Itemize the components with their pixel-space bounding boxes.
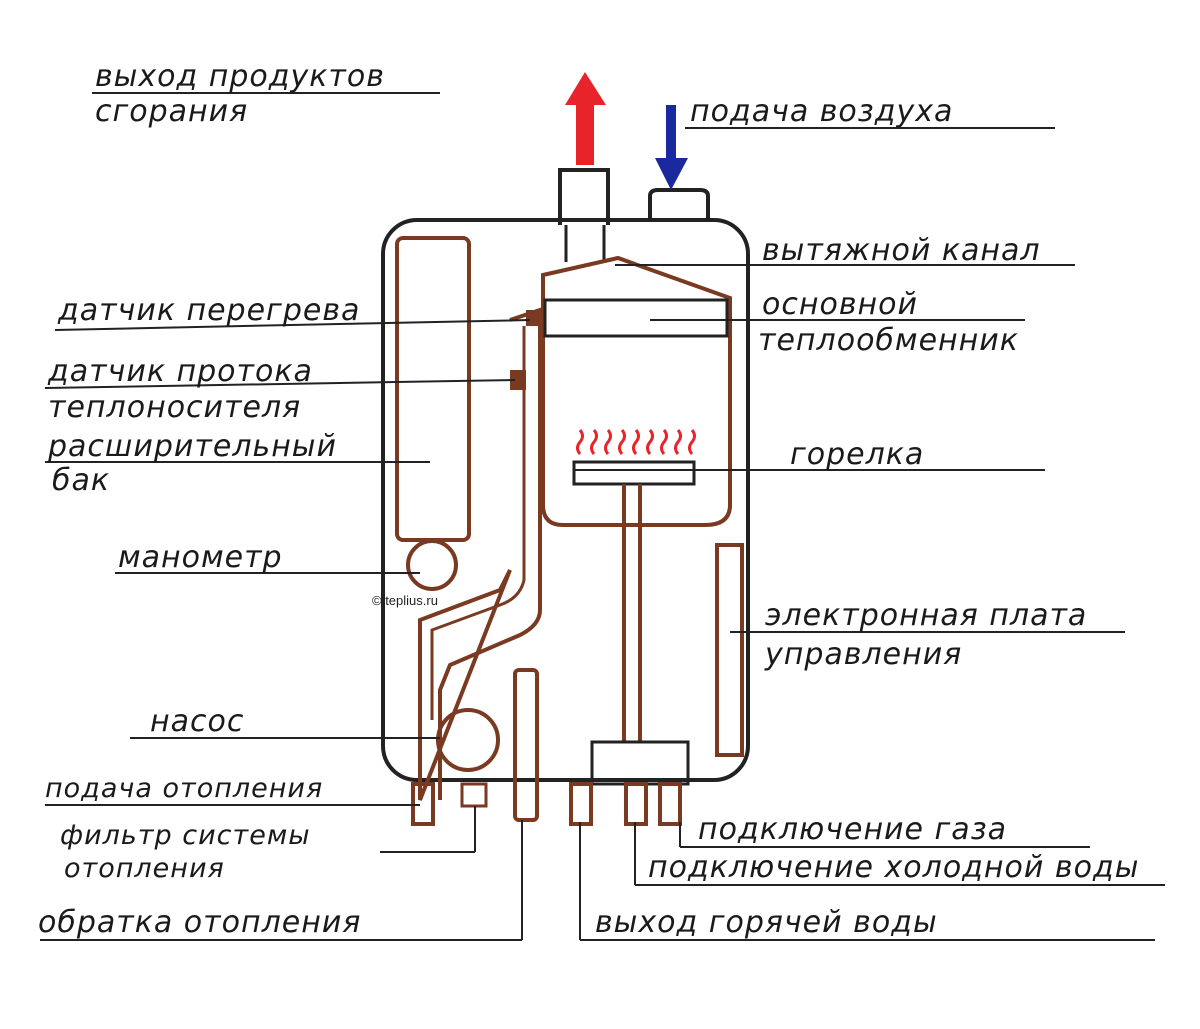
label-control-board-2: управления xyxy=(765,637,963,672)
air-supply-arrow xyxy=(655,105,688,190)
label-gas-connection: подключение газа xyxy=(698,812,1008,847)
label-cold-water: подключение холодной воды xyxy=(648,850,1140,885)
bottom-connections xyxy=(411,782,682,826)
label-manometer: манометр xyxy=(118,540,283,575)
flue-inner-pipe xyxy=(564,225,606,262)
return-pipe xyxy=(513,668,539,822)
label-pump: насос xyxy=(150,704,245,739)
burner-bar xyxy=(572,460,696,486)
flue-pipe xyxy=(558,168,610,225)
burner-gas-pipe xyxy=(622,484,642,742)
filter-box xyxy=(460,782,488,808)
boiler-housing xyxy=(381,218,750,782)
control-board xyxy=(715,543,744,757)
label-heating-return: обратка отопления xyxy=(38,905,362,940)
label-filter-2: отопления xyxy=(64,853,225,884)
heating-pipe-inner xyxy=(430,326,526,720)
label-flow-sensor-1: датчик протока xyxy=(48,354,313,389)
label-flow-sensor-2: теплоносителя xyxy=(48,390,302,425)
heating-pipe-outer xyxy=(418,307,542,801)
label-flue-outlet-2: сгорания xyxy=(95,94,249,129)
label-expansion-tank-2: бак xyxy=(52,463,111,498)
copyright-credit: © teplius.ru xyxy=(372,593,438,608)
label-burner: горелка xyxy=(790,437,925,472)
label-main-exchanger-2: теплообменник xyxy=(758,323,1019,358)
flow-sensor xyxy=(510,370,526,390)
pump xyxy=(436,708,500,772)
overheat-sensor xyxy=(526,310,542,326)
label-expansion-tank-1: расширительный xyxy=(48,429,337,464)
label-hot-water-out: выход горячей воды xyxy=(595,905,938,940)
gas-valve-block xyxy=(590,740,690,786)
air-intake-pipe xyxy=(648,188,710,222)
label-heating-supply: подача отопления xyxy=(45,773,324,804)
expansion-tank xyxy=(395,236,471,542)
label-air-supply: подача воздуха xyxy=(690,94,954,129)
leader-lines xyxy=(40,92,1165,941)
combustion-chamber xyxy=(541,255,732,527)
manometer xyxy=(406,539,458,591)
main-heat-exchanger xyxy=(543,298,729,338)
flue-outlet-arrow xyxy=(565,72,606,165)
label-filter-1: фильтр системы xyxy=(60,820,311,851)
flame-marks xyxy=(576,429,696,455)
label-exhaust-channel: вытяжной канал xyxy=(762,233,1041,268)
label-flue-outlet-1: выход продуктов xyxy=(95,59,385,94)
label-overheat-sensor: датчик перегрева xyxy=(58,293,361,328)
label-main-exchanger-1: основной xyxy=(762,287,918,322)
label-control-board-1: электронная плата xyxy=(765,598,1088,633)
